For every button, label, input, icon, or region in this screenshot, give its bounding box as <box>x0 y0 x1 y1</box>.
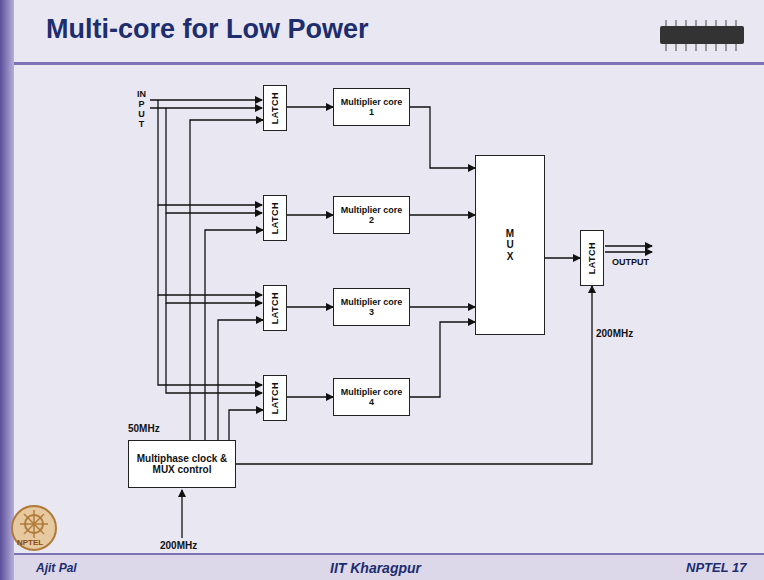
author-name: Ajit Pal <box>36 561 77 575</box>
connector-arrow <box>410 306 475 307</box>
connector-arrow <box>190 120 263 440</box>
box-text: Multiplier core 3 <box>338 297 405 318</box>
input-label: INPUT <box>137 90 146 130</box>
latch-box: LATCH <box>263 195 287 241</box>
box-text: Multiplier core 1 <box>338 97 405 118</box>
multiplier-core: Multiplier core 1 <box>333 88 410 126</box>
connector-arrow <box>287 214 333 215</box>
clock-frequency: 50MHz <box>128 423 160 434</box>
box-text: LATCH <box>587 242 597 274</box>
output-label: OUTPUT <box>612 257 649 267</box>
connector-arrow <box>287 106 333 107</box>
chip-icon <box>660 20 744 51</box>
slide-number: NPTEL 17 <box>686 560 746 575</box>
connector-arrow <box>205 230 263 440</box>
logo-text: NPTEL <box>17 538 43 547</box>
box-text: LATCH <box>270 202 280 234</box>
connector-arrow <box>287 306 333 307</box>
connector-arrow <box>218 320 263 440</box>
box-text: MUX <box>505 228 515 263</box>
box-text: Multiphase clock & MUX control <box>133 453 231 476</box>
multiplier-core: Multiplier core 2 <box>333 196 410 234</box>
output-latch: LATCH <box>580 230 604 286</box>
box-text: LATCH <box>270 92 280 124</box>
clock-frequency: 200MHz <box>596 328 633 339</box>
nptel-logo <box>12 506 56 550</box>
box-text: LATCH <box>270 292 280 324</box>
mux-box: MUX <box>475 155 545 335</box>
connector-arrow <box>287 396 333 397</box>
latch-box: LATCH <box>263 285 287 331</box>
clock-frequency: 200MHz <box>160 540 197 551</box>
connector-arrow <box>410 214 475 215</box>
connector-arrow <box>545 257 580 258</box>
institute-name: IIT Kharagpur <box>330 560 421 576</box>
box-text: LATCH <box>270 382 280 414</box>
multiplier-core: Multiplier core 3 <box>333 288 410 326</box>
connector-arrow <box>229 410 263 440</box>
latch-box: LATCH <box>263 85 287 131</box>
latch-box: LATCH <box>263 375 287 421</box>
box-text: Multiplier core 2 <box>338 205 405 226</box>
clock-control-box: Multiphase clock & MUX control <box>128 440 236 488</box>
multiplier-core: Multiplier core 4 <box>333 378 410 416</box>
connector-arrow <box>410 322 475 397</box>
slide-title: Multi-core for Low Power <box>46 14 369 45</box>
box-text: Multiplier core 4 <box>338 387 405 408</box>
connector-arrow <box>410 107 475 168</box>
